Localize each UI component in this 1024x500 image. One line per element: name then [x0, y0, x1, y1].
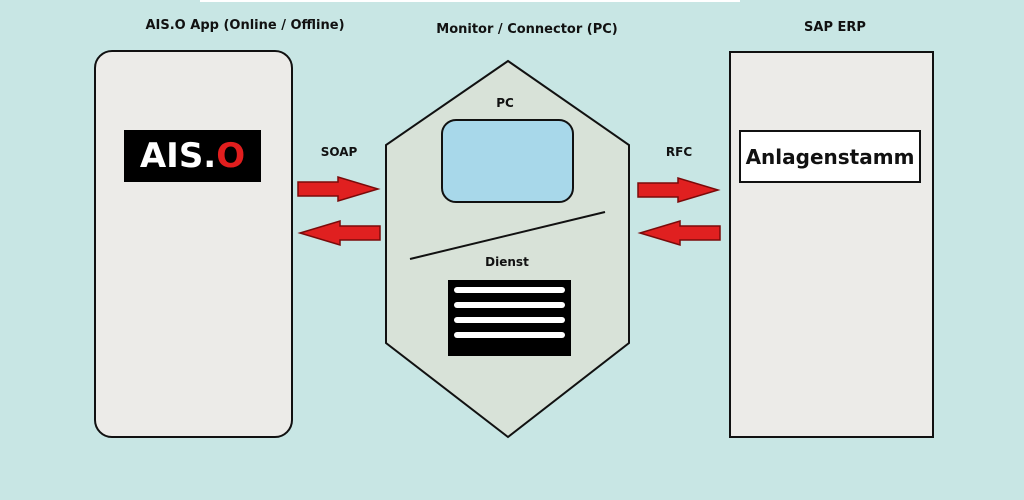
- pc-label: PC: [496, 96, 514, 110]
- service-label: Dienst: [485, 255, 529, 269]
- rfc-arrow-left: [637, 219, 721, 247]
- sap-erp-system: [729, 51, 934, 438]
- mobile-device: [94, 50, 293, 438]
- monitor-hexagon: [385, 59, 630, 439]
- anlagenstamm-module: Anlagenstamm: [739, 130, 921, 183]
- soap-label: SOAP: [320, 145, 358, 159]
- soap-arrow-right: [297, 175, 381, 203]
- rfc-arrow-right: [637, 176, 721, 204]
- pc-screen-icon: [441, 119, 574, 203]
- top-strip: [200, 0, 740, 2]
- ais-o-logo: AIS.O: [124, 130, 261, 182]
- erp-title: SAP ERP: [804, 20, 866, 35]
- monitor-title: Monitor / Connector (PC): [436, 22, 618, 37]
- separator-line: [409, 211, 606, 260]
- logo-accent-text: O: [216, 136, 246, 176]
- rfc-label: RFC: [665, 145, 693, 159]
- service-icon: [448, 280, 571, 356]
- logo-main-text: AIS.: [139, 136, 217, 176]
- soap-arrow-left: [297, 219, 381, 247]
- app-title: AIS.O App (Online / Offline): [145, 18, 345, 33]
